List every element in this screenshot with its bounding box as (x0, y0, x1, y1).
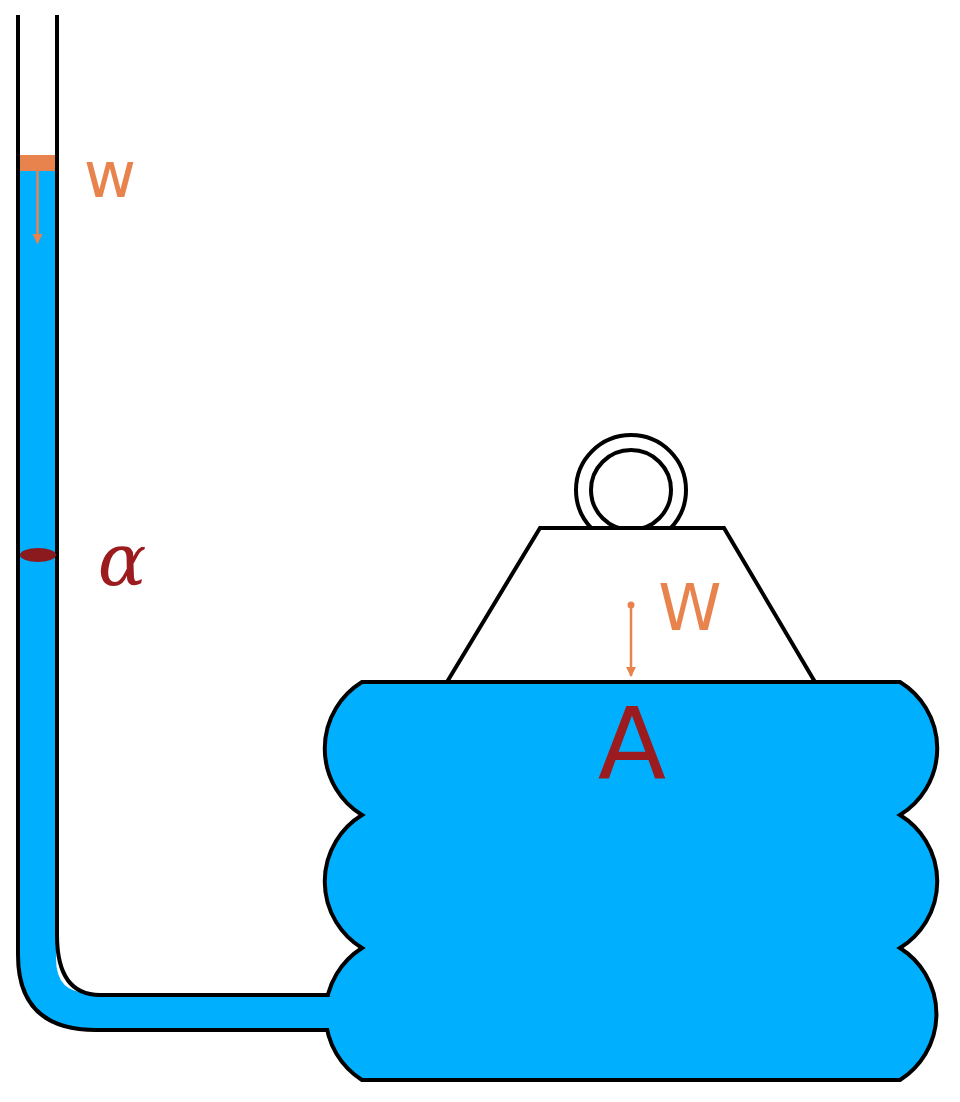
tube-water (38, 168, 339, 1012)
tube-inner-wall (57, 15, 328, 995)
pipe-joint (318, 997, 342, 1028)
quantity-label: A (598, 695, 666, 795)
force-arrow (36, 171, 39, 243)
level-marker (20, 548, 56, 562)
bellows-body (325, 682, 937, 1080)
weight-outline (440, 522, 822, 688)
weight-node: W (440, 522, 822, 688)
quantity-label: W (658, 576, 721, 640)
small-piston (20, 155, 55, 171)
force-dot (628, 602, 635, 609)
bellows-node: A (322, 678, 944, 1084)
weight-ring-inner (591, 450, 671, 530)
weight-body (447, 528, 815, 682)
level-label: α (98, 524, 147, 596)
force-label: w (84, 143, 136, 207)
weight-force-arrow (630, 605, 633, 676)
tube-outer-wall (18, 15, 330, 1030)
